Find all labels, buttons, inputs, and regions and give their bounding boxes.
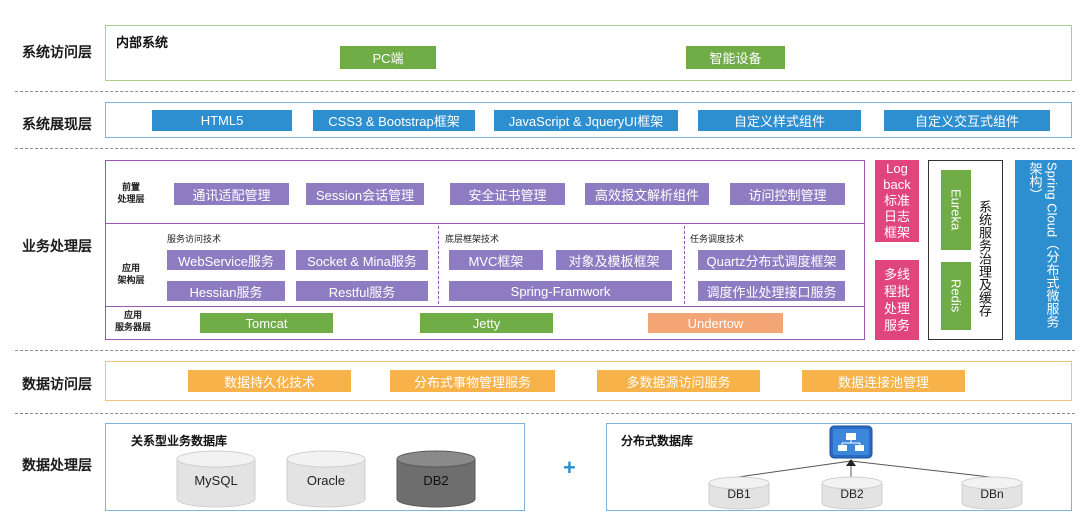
separator: [15, 350, 1075, 351]
layer-label-access: 系统访问层: [22, 44, 92, 60]
network-router-icon: [829, 425, 873, 459]
access-control-chip: 访问控制管理: [730, 183, 845, 205]
db2-cylinder: [396, 450, 476, 508]
server-label-line1: 应用: [123, 310, 142, 320]
mysql-cylinder: [176, 450, 256, 508]
message-parse-chip: 高效报文解析组件: [585, 183, 709, 205]
server-label-line2: 服务器层: [114, 322, 151, 332]
layer-label-business: 业务处理层: [22, 238, 92, 254]
javascript-jquery-chip: JavaScript & JqueryUI框架: [494, 110, 678, 131]
separator: [15, 91, 1075, 92]
comm-adapter-chip: 通讯适配管理: [174, 183, 289, 205]
layer-label-data-access: 数据访问层: [22, 376, 92, 392]
html5-chip: HTML5: [152, 110, 292, 131]
separator: [15, 148, 1075, 149]
security-cert-chip: 安全证书管理: [450, 183, 565, 205]
access-layer-box: [105, 25, 1072, 81]
multi-datasource-chip: 多数据源访问服务: [597, 370, 760, 392]
db1-label: DB1: [727, 487, 751, 501]
persistence-chip: 数据持久化技术: [188, 370, 351, 392]
app-server-label: 应用 服务器层: [108, 309, 158, 333]
eureka-chip: Eureka: [941, 170, 971, 250]
db2-dist-label: DB2: [840, 487, 864, 501]
connection-pool-chip: 数据连接池管理: [802, 370, 965, 392]
group-divider: [684, 226, 685, 304]
dbn-cylinder: [961, 476, 1023, 510]
logback-chip: Log back 标准 日志 框架: [875, 160, 919, 242]
jetty-chip: Jetty: [420, 313, 553, 333]
db2-dist-cylinder: [821, 476, 883, 510]
distributed-links: [737, 459, 991, 478]
spring-cloud-chip: Spring Cloud（分布式微服务架构）: [1015, 160, 1072, 340]
tomcat-chip: Tomcat: [200, 313, 333, 333]
webservice-chip: WebService服务: [167, 250, 285, 270]
spring-cloud-text: Spring Cloud（分布式微服务架构）: [1027, 162, 1060, 329]
smart-device-chip: 智能设备: [686, 46, 785, 69]
db1-cylinder: [708, 476, 770, 510]
mysql-label: MySQL: [194, 473, 238, 488]
dbn-label: DBn: [980, 487, 1004, 501]
hessian-chip: Hessian服务: [167, 281, 285, 301]
custom-interactive-chip: 自定义交互式组件: [884, 110, 1050, 131]
db2-label: DB2: [423, 473, 449, 488]
undertow-chip: Undertow: [648, 313, 783, 333]
oracle-label: Oracle: [306, 473, 346, 488]
layer-label-data-process: 数据处理层: [22, 457, 92, 473]
front-processing-label: 前置 处理层: [111, 181, 151, 205]
mvc-chip: MVC框架: [449, 250, 543, 270]
pc-client-chip: PC端: [340, 46, 436, 69]
session-mgmt-chip: Session会话管理: [306, 183, 424, 205]
plus-sign: +: [563, 455, 576, 480]
group-divider: [438, 226, 439, 304]
template-framework-chip: 对象及模板框架: [556, 250, 672, 270]
task-group-title: 任务调度技术: [690, 234, 745, 244]
governance-label: 系统服务治理及缓存: [977, 200, 992, 317]
quartz-chip: Quartz分布式调度框架: [698, 250, 845, 270]
distributed-tx-chip: 分布式事物管理服务: [390, 370, 555, 392]
front-label-line2: 处理层: [117, 194, 145, 204]
job-interface-chip: 调度作业处理接口服务: [698, 281, 845, 301]
business-divider: [106, 306, 864, 307]
spring-framework-chip: Spring-Framwork: [449, 281, 672, 301]
app-label-line2: 架构层: [117, 275, 145, 285]
layer-label-presentation: 系统展现层: [22, 116, 92, 132]
app-architecture-label: 应用 架构层: [111, 262, 151, 286]
custom-style-chip: 自定义样式组件: [698, 110, 861, 131]
internal-system-title: 内部系统: [116, 35, 169, 50]
redis-chip: Redis: [941, 262, 971, 330]
app-label-line1: 应用: [121, 263, 140, 273]
service-group-title: 服务访问技术: [167, 234, 222, 244]
restful-chip: Restful服务: [296, 281, 428, 301]
multithread-batch-chip: 多线 程批 处理 服务: [875, 260, 919, 340]
front-label-line1: 前置: [121, 182, 140, 192]
base-group-title: 底层框架技术: [445, 234, 500, 244]
business-divider: [106, 223, 864, 224]
distributed-db-title: 分布式数据库: [621, 434, 694, 448]
socket-mina-chip: Socket & Mina服务: [296, 250, 428, 270]
relational-db-title: 关系型业务数据库: [131, 434, 228, 448]
separator: [15, 413, 1075, 414]
oracle-cylinder: [286, 450, 366, 508]
css3-bootstrap-chip: CSS3 & Bootstrap框架: [313, 110, 475, 131]
